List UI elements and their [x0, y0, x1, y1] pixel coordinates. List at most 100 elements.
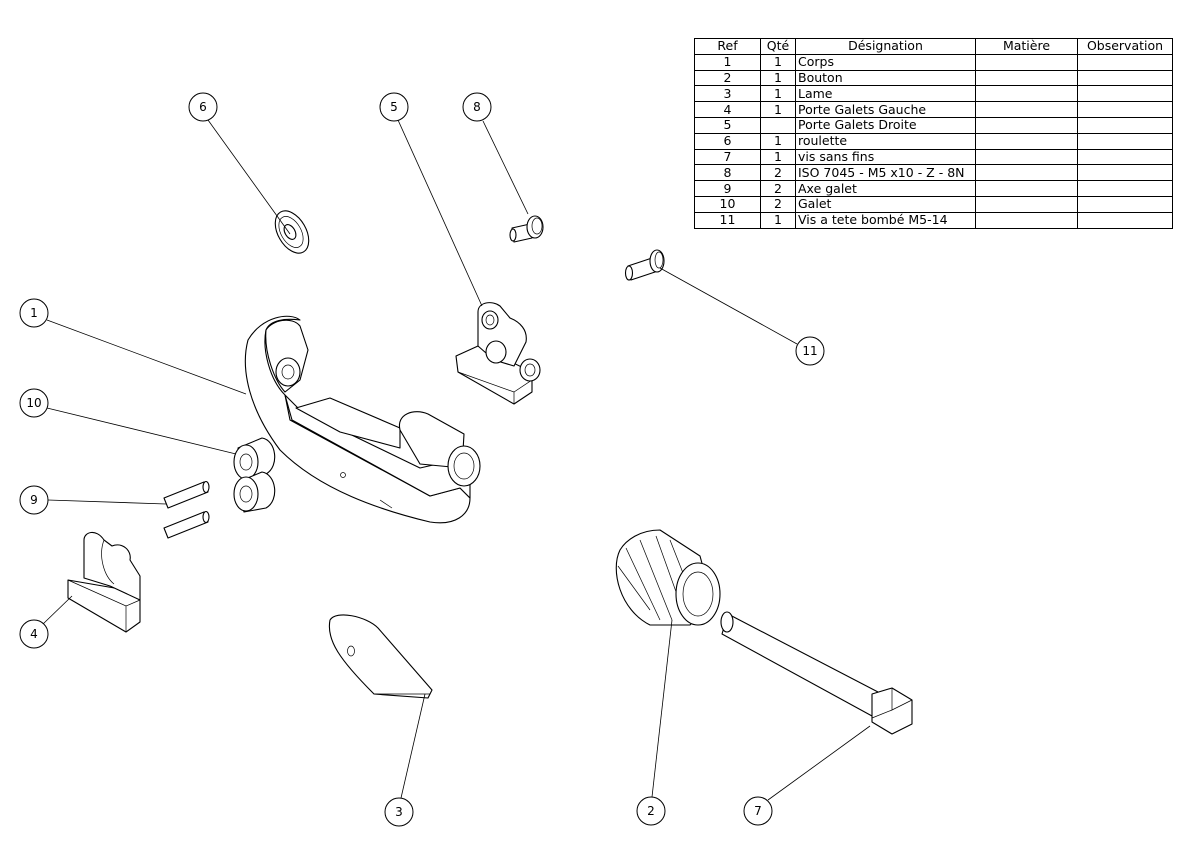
bom-cell-ref: 10	[694, 195, 761, 213]
svg-text:10: 10	[26, 396, 41, 410]
bom-cell-ref: 4	[694, 101, 761, 118]
bom-cell-observation	[1077, 85, 1173, 103]
bom-cell-observation	[1077, 164, 1173, 182]
bom-cell-designation: Lame	[795, 85, 976, 103]
bom-cell-observation	[1077, 195, 1173, 213]
bom-cell-matiere	[975, 132, 1078, 150]
balloon-10: 10	[19, 388, 237, 455]
bom-cell-ref: 11	[694, 211, 761, 229]
bom-cell-designation: Axe galet	[795, 180, 976, 197]
bom-cell-designation: Galet	[795, 195, 976, 213]
header-designation: Désignation	[795, 38, 976, 55]
bom-cell-qte: 2	[760, 180, 796, 197]
part-vis-iso-7045	[509, 215, 544, 243]
balloon-8: 8	[462, 92, 529, 215]
bill-of-materials-table: Ref Qté Désignation Matière Observation …	[694, 38, 1173, 229]
part-galet	[233, 437, 276, 513]
balloon-9: 9	[19, 485, 167, 515]
bom-cell-observation	[1077, 116, 1173, 134]
svg-text:2: 2	[647, 804, 655, 818]
bom-cell-matiere	[975, 164, 1078, 182]
bom-cell-designation: Porte Galets Gauche	[795, 101, 976, 118]
svg-text:5: 5	[390, 100, 398, 114]
bom-cell-observation	[1077, 148, 1173, 166]
bom-cell-designation: Corps	[795, 53, 976, 71]
bom-cell-observation	[1077, 180, 1173, 197]
bom-cell-observation	[1077, 69, 1173, 87]
bom-cell-ref: 3	[694, 85, 761, 103]
part-axe-galet	[163, 480, 210, 539]
bom-cell-qte: 1	[760, 69, 796, 87]
bom-cell-observation	[1077, 211, 1173, 229]
balloon-5: 5	[379, 92, 483, 307]
part-roulette	[274, 210, 310, 254]
svg-text:11: 11	[802, 344, 817, 358]
part-vis-tete-bombee	[624, 249, 665, 281]
bom-cell-qte: 1	[760, 101, 796, 118]
bom-cell-qte: 1	[760, 132, 796, 150]
bom-cell-designation: roulette	[795, 132, 976, 150]
svg-text:3: 3	[395, 805, 403, 819]
bom-cell-qte: 2	[760, 164, 796, 182]
balloon-4: 4	[19, 595, 73, 649]
bom-cell-matiere	[975, 195, 1078, 213]
header-observation: Observation	[1077, 38, 1173, 55]
svg-text:9: 9	[30, 493, 38, 507]
bom-cell-matiere	[975, 180, 1078, 197]
bom-cell-ref: 7	[694, 148, 761, 166]
svg-text:7: 7	[754, 804, 762, 818]
bom-cell-observation	[1077, 53, 1173, 71]
header-qte: Qté	[760, 38, 796, 55]
svg-text:4: 4	[30, 627, 38, 641]
bom-cell-matiere	[975, 85, 1078, 103]
svg-text:8: 8	[473, 100, 481, 114]
balloon-1: 1	[19, 298, 247, 395]
bom-cell-qte: 1	[760, 85, 796, 103]
bom-cell-designation: Vis a tete bombé M5-14	[795, 211, 976, 229]
balloon-6: 6	[188, 92, 291, 235]
balloon-3: 3	[384, 693, 426, 827]
part-corps	[244, 315, 481, 524]
bom-cell-qte: 1	[760, 148, 796, 166]
part-vis-sans-fins	[720, 611, 913, 735]
bom-cell-qte: 1	[760, 211, 796, 229]
part-bouton	[615, 529, 721, 626]
part-porte-galets-gauche	[67, 531, 141, 633]
bom-cell-qte: 1	[760, 53, 796, 71]
bom-cell-qte: 2	[760, 195, 796, 213]
bom-cell-ref: 1	[694, 53, 761, 71]
bom-cell-matiere	[975, 148, 1078, 166]
balloon-2: 2	[636, 619, 673, 826]
bom-cell-qte	[760, 116, 796, 134]
bom-cell-designation: vis sans fins	[795, 148, 976, 166]
bom-cell-ref: 9	[694, 180, 761, 197]
bom-cell-designation: Bouton	[795, 69, 976, 87]
bom-cell-matiere	[975, 101, 1078, 118]
header-matiere: Matière	[975, 38, 1078, 55]
part-porte-galets-droite	[455, 302, 541, 405]
part-lame	[328, 614, 433, 699]
bom-cell-matiere	[975, 69, 1078, 87]
bom-cell-matiere	[975, 53, 1078, 71]
bom-cell-designation: ISO 7045 - M5 x10 - Z - 8N	[795, 164, 976, 182]
balloon-11: 11	[659, 267, 825, 366]
bom-cell-ref: 6	[694, 132, 761, 150]
bom-cell-designation: Porte Galets Droite	[795, 116, 976, 134]
bom-cell-observation	[1077, 132, 1173, 150]
bom-cell-ref: 8	[694, 164, 761, 182]
svg-text:6: 6	[199, 100, 207, 114]
balloon-7: 7	[743, 725, 871, 826]
bom-cell-matiere	[975, 116, 1078, 134]
bom-cell-matiere	[975, 211, 1078, 229]
